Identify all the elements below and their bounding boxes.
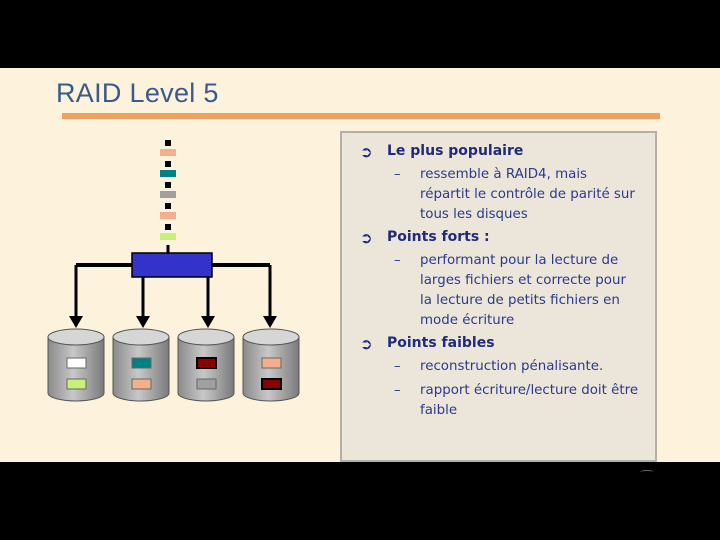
disk-4	[242, 328, 300, 402]
bullet-text: Points faibles	[387, 335, 495, 351]
sub-bullet-line: la lecture de petits fichiers en	[420, 293, 620, 308]
sub-bullet-line: performant pour la lecture de	[420, 253, 619, 268]
disk-3	[177, 328, 235, 402]
disk-2	[112, 328, 170, 402]
dash-marker: –	[394, 383, 401, 398]
disk-block-peach	[131, 378, 152, 390]
title-underline	[62, 113, 660, 119]
dash-marker: –	[394, 253, 401, 268]
content-box: ➲ Le plus populaire – ressemble à RAID4, ma…	[340, 131, 657, 462]
arrowhead-disk-3	[201, 316, 215, 328]
stream-block-black	[165, 224, 171, 230]
controller-connections	[69, 252, 277, 328]
disk-1	[47, 328, 105, 402]
sub-bullet-line: faible	[420, 403, 458, 418]
circled-arrow-icon: ➲	[360, 335, 373, 353]
stream-block-peach	[160, 212, 176, 219]
dash-marker: –	[394, 167, 401, 182]
sub-bullet-line: mode écriture	[420, 313, 515, 328]
dash-marker: –	[394, 359, 401, 374]
disk-block-white	[66, 357, 87, 369]
stream-block-teal	[160, 170, 176, 177]
disk-block-peach	[261, 357, 282, 369]
sub-bullet-line: tous les disques	[420, 207, 528, 222]
stream-block-gray	[160, 191, 176, 198]
stream-block-black	[165, 203, 171, 209]
sub-bullet-line: ressemble à RAID4, mais	[420, 167, 588, 182]
stream-block-black	[165, 140, 171, 146]
arrowhead-disk-2	[136, 316, 150, 328]
stream-block-green	[160, 233, 176, 240]
arrowhead-disk-4	[263, 316, 277, 328]
sub-bullet-line: répartit le contrôle de parité sur	[420, 187, 635, 202]
disk-array	[47, 328, 300, 402]
disk-block-darkred	[261, 378, 282, 390]
stream-block-black	[165, 161, 171, 167]
circled-arrow-icon: ➲	[360, 229, 373, 247]
stream-block-black	[165, 182, 171, 188]
slide-title: RAID Level 5	[56, 78, 219, 108]
disk-block-green	[66, 378, 87, 390]
raid-controller	[131, 252, 213, 278]
disk-block-gray	[196, 378, 217, 390]
circled-arrow-icon: ➲	[360, 143, 373, 161]
page-mark	[640, 470, 654, 474]
stream-block-peach	[160, 149, 176, 156]
sub-bullet-line: reconstruction pénalisante.	[420, 359, 604, 374]
slide: RAID Level 5 ➲Le plus populaire–re	[0, 68, 720, 462]
raid5-diagram	[47, 140, 300, 402]
bullet-text: Le plus populaire	[387, 143, 524, 159]
disk-block-teal	[131, 357, 152, 369]
arrowhead-disk-1	[69, 316, 83, 328]
sub-bullet-line: rapport écriture/lecture doit être	[420, 383, 639, 398]
data-stream	[160, 140, 176, 253]
bullet-text: Points forts :	[387, 229, 490, 245]
disk-block-darkred	[196, 357, 217, 369]
sub-bullet-line: larges fichiers et correcte pour	[420, 273, 626, 288]
